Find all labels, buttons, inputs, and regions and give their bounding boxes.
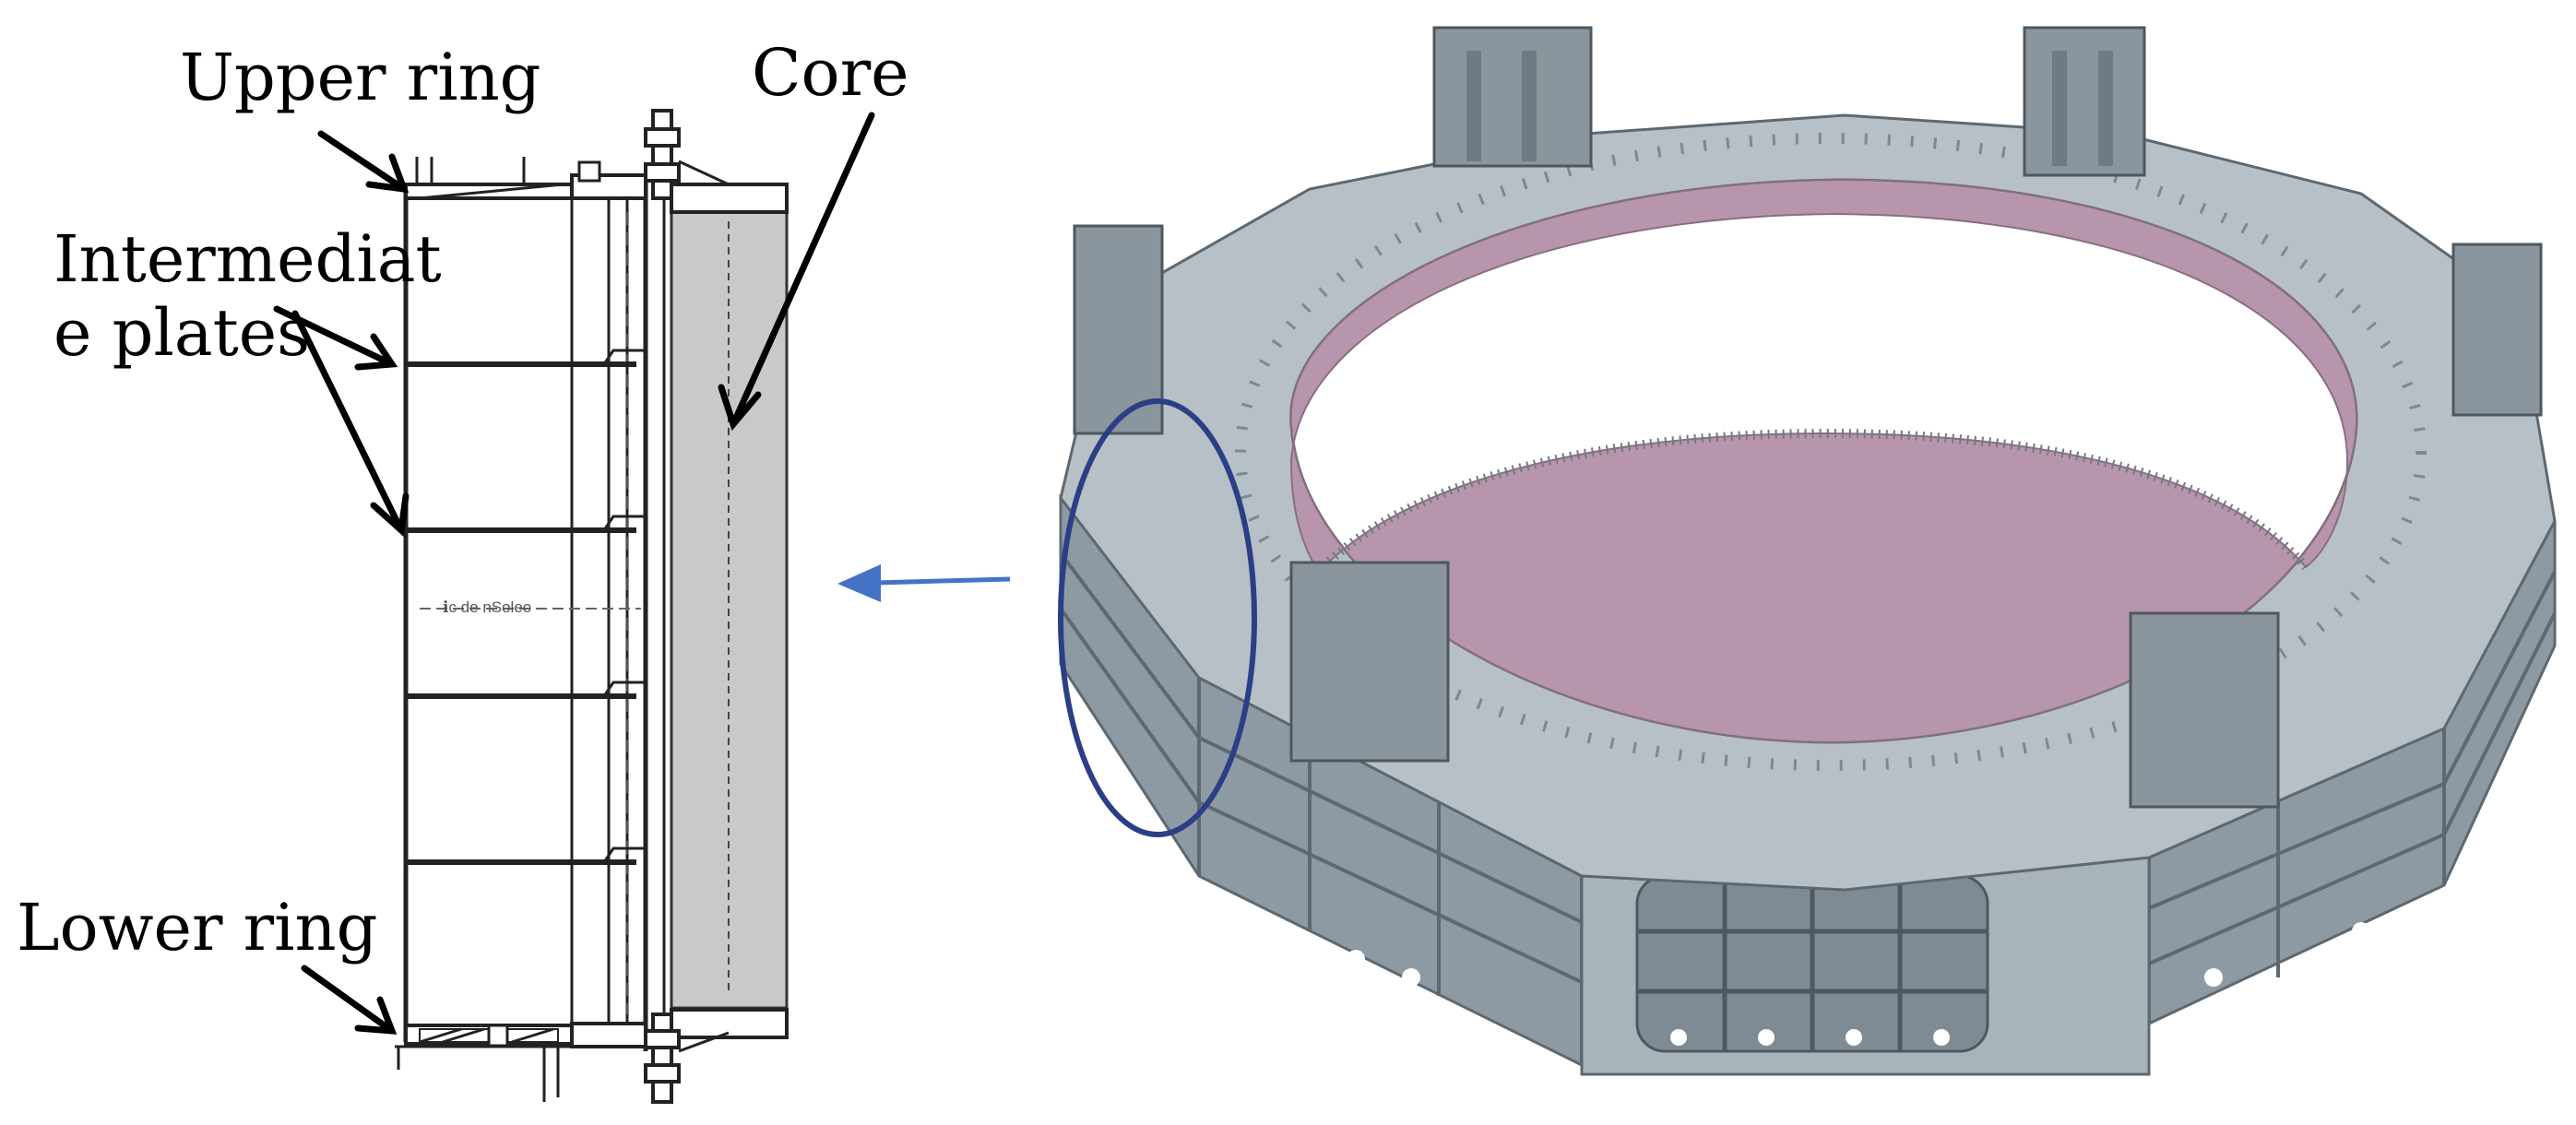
label-intermediate-line1: Intermediat <box>53 221 442 297</box>
stator-frame-render <box>1058 26 2557 1076</box>
label-intermediate-line2: e plates <box>53 295 310 371</box>
upper-ring <box>404 157 647 200</box>
bolt-circle <box>1235 133 2427 771</box>
centerline-note: ℹc de nSoleo <box>443 598 531 616</box>
radial-lugs <box>1073 26 2543 809</box>
cross-section-drawing: ℹc de nSoleo Upper ring Core Intermediat <box>17 35 909 1104</box>
pointer-arrows <box>273 112 875 1035</box>
intermediate-plates <box>406 349 646 865</box>
label-core: Core <box>752 35 909 111</box>
link-arrow <box>837 564 1011 602</box>
label-upper-ring: Upper ring <box>180 40 541 115</box>
bolt-holes <box>1347 922 2370 1046</box>
lower-ring <box>395 1022 647 1102</box>
top-bolt <box>644 109 730 200</box>
highlight-ellipse <box>1058 398 1257 837</box>
label-lower-ring: Lower ring <box>17 890 377 965</box>
bottom-bolt <box>644 1012 730 1104</box>
